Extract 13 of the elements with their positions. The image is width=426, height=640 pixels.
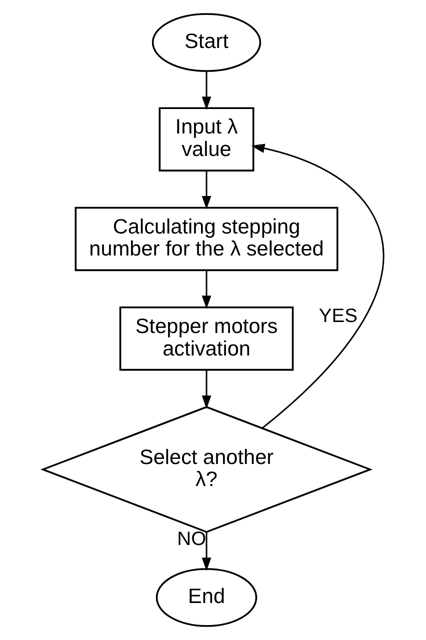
node-box: Stepper motors activation <box>118 306 294 371</box>
edge-label: YES <box>318 306 358 328</box>
arrow <box>201 270 211 309</box>
node-ellipse: Start <box>151 13 261 72</box>
arrow <box>201 532 211 571</box>
node-diamond: Select another λ? <box>40 406 372 533</box>
arrow <box>201 370 211 409</box>
arrow <box>250 144 384 429</box>
node-ellipse: End <box>155 568 257 627</box>
arrow <box>201 170 211 210</box>
arrow <box>201 71 211 110</box>
node-box: Input λ value <box>158 107 254 172</box>
node-box: Calculating stepping number for the λ selected <box>74 206 338 272</box>
